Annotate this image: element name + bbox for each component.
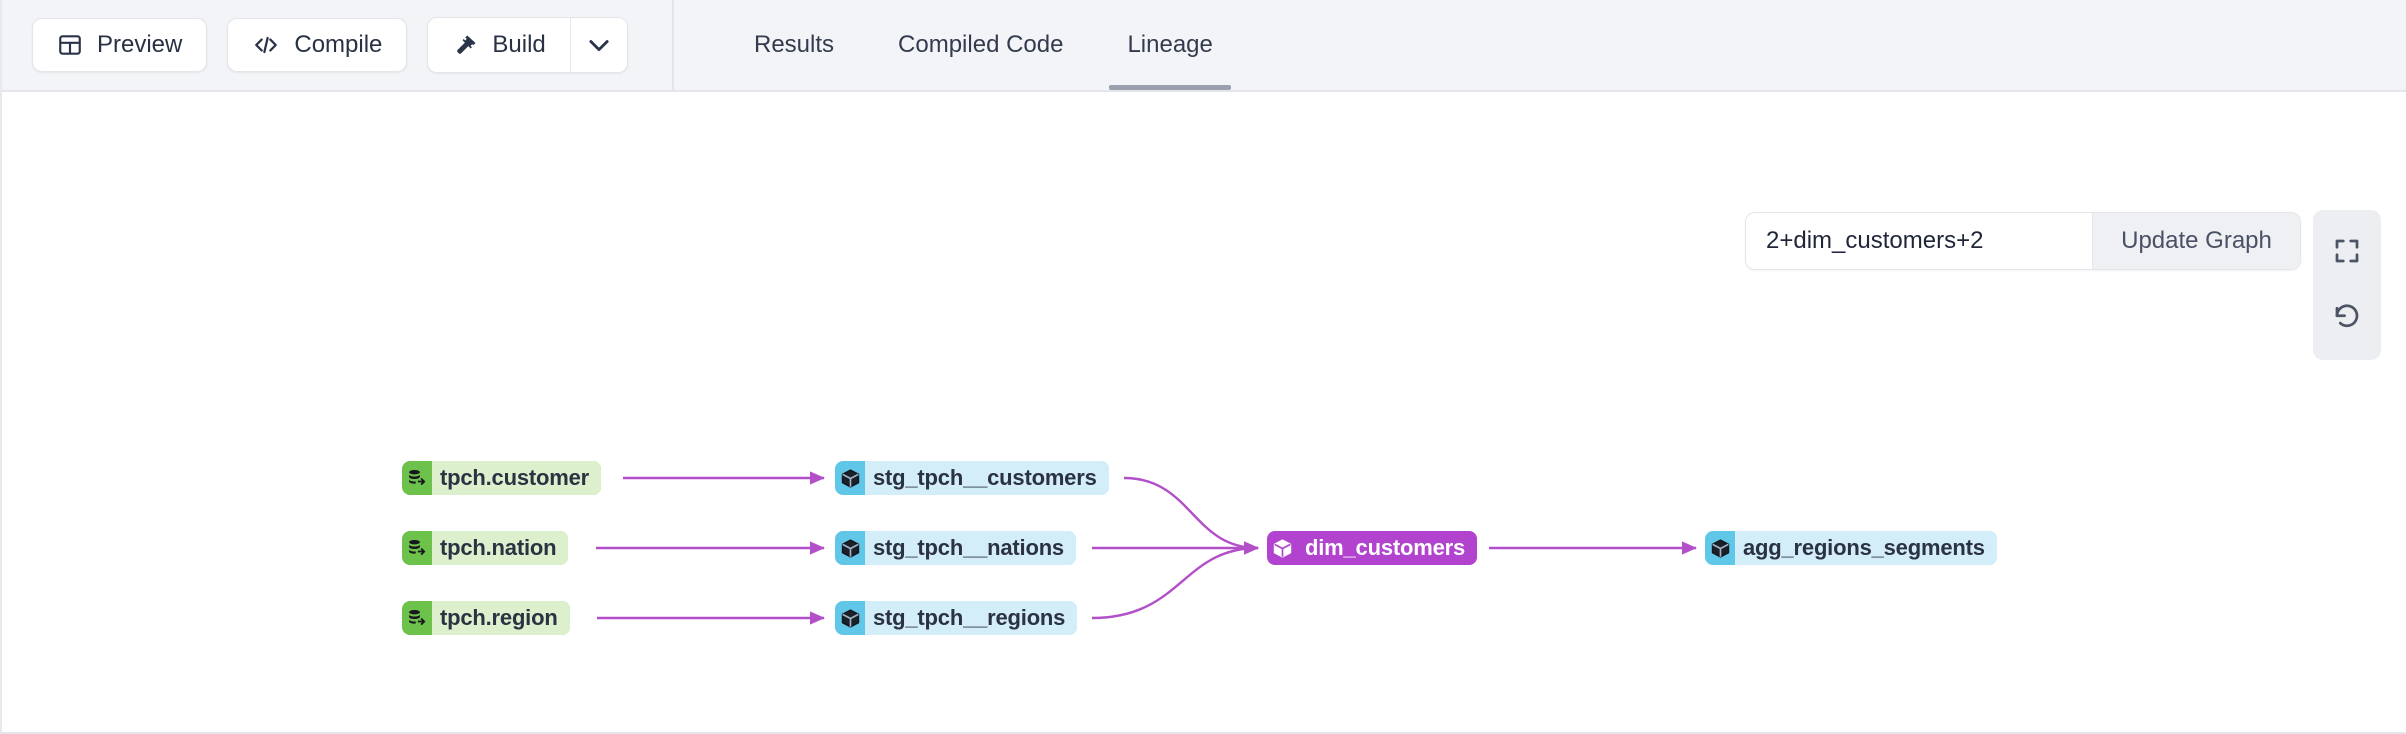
edge-stg-customers-to-dim-customers	[1123, 476, 1260, 555]
tab-compiled-code[interactable]: Compiled Code	[866, 0, 1095, 90]
database-source-icon	[402, 531, 432, 565]
node-label: stg_tpch__customers	[865, 461, 1109, 495]
chevron-down-icon	[585, 31, 613, 59]
cube-model-icon	[835, 601, 865, 635]
node-agg-regions-segments[interactable]: agg_regions_segments	[1705, 531, 1997, 565]
node-label: stg_tpch__regions	[865, 601, 1078, 635]
tab-results-label: Results	[754, 31, 835, 58]
edge-stg-regions-to-dim-customers	[1091, 541, 1260, 620]
split-divider	[569, 18, 571, 72]
preview-button[interactable]: Preview	[32, 18, 208, 72]
preview-button-label: Preview	[97, 31, 183, 58]
hammer-icon	[452, 32, 478, 58]
compile-button[interactable]: Compile	[227, 18, 408, 72]
node-label: stg_tpch__nations	[865, 531, 1076, 565]
tab-lineage-underline	[1109, 85, 1231, 90]
node-stg-tpch-customers[interactable]: stg_tpch__customers	[835, 461, 1109, 495]
fullscreen-expand-icon	[2332, 236, 2362, 266]
node-label: dim_customers	[1297, 531, 1478, 565]
database-source-icon	[402, 601, 432, 635]
build-button[interactable]: Build	[428, 18, 570, 72]
node-dim-customers[interactable]: dim_customers	[1267, 531, 1478, 565]
tab-compiled-code-label: Compiled Code	[898, 31, 1064, 58]
tab-lineage-label: Lineage	[1127, 31, 1213, 58]
node-label: tpch.nation	[432, 531, 569, 565]
action-button-group: Preview Compile	[2, 0, 674, 90]
tab-bar: Results Compiled Code Lineage	[674, 0, 1245, 90]
node-tpch-nation[interactable]: tpch.nation	[402, 531, 569, 565]
database-source-icon	[402, 461, 432, 495]
node-label: tpch.region	[432, 601, 570, 635]
node-stg-tpch-regions[interactable]: stg_tpch__regions	[835, 601, 1078, 635]
node-stg-tpch-nations[interactable]: stg_tpch__nations	[835, 531, 1076, 565]
node-selector-input[interactable]	[1746, 213, 2092, 269]
update-graph-button[interactable]: Update Graph	[2092, 213, 2300, 269]
graph-selector-cluster: Update Graph	[1745, 212, 2301, 270]
lineage-canvas[interactable]: Update Graph	[2, 92, 2406, 732]
cube-model-icon	[835, 531, 865, 565]
compile-button-label: Compile	[294, 31, 383, 58]
fullscreen-button[interactable]	[2313, 218, 2381, 284]
table-icon	[57, 32, 83, 58]
graph-view-controls	[2313, 210, 2381, 360]
lineage-edges	[596, 471, 1698, 625]
node-label: agg_regions_segments	[1735, 531, 1997, 565]
build-dropdown-button[interactable]	[570, 18, 627, 72]
reset-graph-button[interactable]	[2313, 284, 2381, 350]
build-button-label: Build	[492, 31, 546, 58]
build-split-button: Build	[427, 17, 628, 73]
node-tpch-customer[interactable]: tpch.customer	[402, 461, 601, 495]
node-label: tpch.customer	[432, 461, 601, 495]
tab-compiled-code-underline	[880, 85, 1081, 90]
tab-results-underline	[736, 85, 852, 90]
cube-model-icon	[1705, 531, 1735, 565]
tab-lineage[interactable]: Lineage	[1095, 0, 1244, 90]
node-tpch-region[interactable]: tpch.region	[402, 601, 570, 635]
reset-rotate-ccw-icon	[2332, 302, 2362, 332]
tab-results[interactable]: Results	[722, 0, 866, 90]
cube-model-icon	[835, 461, 865, 495]
lineage-graph: tpch.customer tpch.nation	[2, 92, 2406, 732]
code-brackets-icon	[252, 32, 280, 58]
cube-model-icon	[1267, 531, 1297, 565]
top-toolbar: Preview Compile	[2, 0, 2406, 92]
